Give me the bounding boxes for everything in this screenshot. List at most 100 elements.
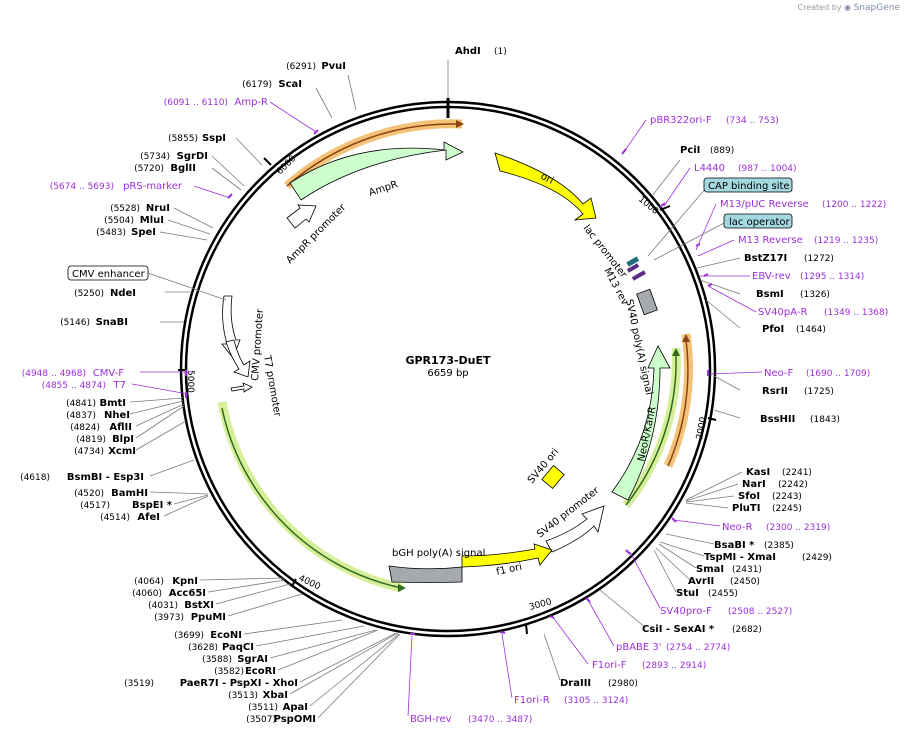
mark-f1r: [499, 631, 506, 634]
primer-connectors: [131, 101, 763, 717]
conn-lacop: [653, 221, 727, 261]
mark-m13puc: [695, 243, 701, 247]
primer-amp-r-pos: (6091 .. 6110): [164, 98, 228, 108]
credit-brand: SnapGene: [853, 3, 900, 13]
enzyme-pfoi-pos: (1464): [796, 325, 826, 335]
enzyme-xbai: XbaI: [263, 690, 288, 701]
enzyme-pluti: PluTI: [732, 503, 760, 514]
primer-l4440-pos: (987 .. 1004): [738, 164, 797, 174]
enzyme-bamhi: BamHI: [111, 488, 148, 499]
conn-m13puc: [695, 203, 717, 251]
enzyme-sfoi-pos: (2243): [772, 492, 802, 502]
primer-m13puc-reverse-pos: (1200 .. 1222): [822, 200, 886, 210]
enzyme-ndei: NdeI: [110, 288, 136, 299]
label-f1-ori: f1 ori: [495, 562, 523, 578]
conn-neo-r: [673, 519, 721, 527]
conn-sv40pa-r: [707, 285, 757, 313]
primer-m13-reverse-pos: (1219 .. 1235): [814, 236, 878, 246]
tick-label-5000: 5000: [185, 370, 195, 393]
enzyme-xbai-pos: (3513): [228, 691, 258, 701]
primer-sv40pa-r: SV40pA-R: [758, 307, 807, 318]
enzyme-ppumi-pos: (3973): [154, 613, 184, 623]
feature-cmv-promoter: [225, 339, 251, 378]
enzyme-sgrai: SgrAI: [237, 654, 268, 665]
conn-nhei: [129, 400, 184, 415]
primer-pbabe3-pos: (2754 .. 2774): [666, 643, 730, 653]
feature-ori: [494, 152, 597, 221]
enzyme-ahdi: AhdI: [455, 46, 481, 57]
primer-prs-marker: pRS-marker: [123, 181, 183, 192]
conn-mlui: [167, 219, 211, 235]
feature-m13-rev: [631, 270, 646, 281]
primer-pbr322ori-f-pos: (734 .. 753): [726, 116, 779, 126]
conn-l4440: [663, 167, 691, 207]
conn-cmv-enhancer: [147, 272, 227, 301]
enzyme-kasi-pos: (2241): [782, 468, 812, 478]
enzyme-ecori: EcoRI: [245, 666, 276, 677]
conn-sgrai: [269, 629, 377, 659]
cap-binding-site-label: CAP binding site: [708, 181, 790, 192]
conn-f1ori-f: [551, 615, 589, 665]
conn-bsmbi: [149, 459, 195, 477]
label-ori: ori: [539, 171, 556, 187]
highlight-line-neo: [625, 353, 677, 506]
conn-kasi: [685, 471, 743, 501]
tick-marks: [178, 157, 717, 635]
enzyme-pluti-pos: (2245): [772, 504, 802, 514]
primer-cmv-f-pos: (4948 .. 4968): [22, 369, 86, 379]
conn-apai: [309, 633, 400, 707]
tick-4000: [291, 578, 297, 587]
enzyme-smai-pos: (2431): [732, 565, 762, 575]
enzyme-sfoi: SfoI: [738, 491, 760, 502]
enzyme-mlui-pos: (5504): [104, 216, 134, 226]
enzyme-bsmbi-pos: (4618): [20, 473, 50, 483]
conn-blpi: [135, 405, 185, 439]
enzyme-csii-pos: (2682): [732, 625, 762, 635]
enzyme-kasi: KasI: [746, 467, 770, 478]
enzyme-aflii-pos: (4824): [70, 423, 100, 433]
mark-prs: [227, 193, 233, 199]
enzyme-bmti-pos: (4841): [66, 399, 96, 409]
primer-t7-pos: (4855 .. 4874): [42, 381, 106, 391]
enzyme-tspmi: TspMI - XmaI: [704, 552, 776, 563]
enzyme-stui: StuI: [676, 588, 699, 599]
enzyme-csii: CsiI - SexAI *: [642, 624, 715, 635]
conn-bspei: [173, 494, 209, 505]
enzyme-bamhi-pos: (4520): [74, 489, 104, 499]
primer-pbabe3: pBABE 3': [616, 642, 662, 653]
primer-bgh-rev-pos: (3470 .. 3487): [468, 715, 532, 725]
conn-cap: [647, 187, 707, 257]
enzyme-xhoi: PaeR7I - PspXI - XhoI: [180, 678, 298, 689]
conn-neo-f: [709, 371, 763, 375]
conn-xbai: [289, 632, 399, 695]
conn-tspmi: [659, 541, 705, 557]
enzyme-nrui: NruI: [146, 203, 170, 214]
plasmid-length: 6659 bp: [427, 368, 468, 379]
enzyme-nari-pos: (2242): [778, 480, 808, 490]
boxed-labels: CAP binding site lac operator CMV enhanc…: [67, 177, 793, 301]
enzyme-pspomi: PspOMI: [274, 714, 316, 725]
conn-xhoi: [299, 632, 397, 683]
tick-3000: [525, 623, 528, 635]
feature-lac-operator-box: [626, 256, 640, 267]
enzyme-ecori-pos: (3582): [214, 667, 244, 677]
enzyme-bspei-pos: (4517): [80, 501, 110, 511]
highlight-line-right: [667, 339, 689, 467]
highlight-band-left: [217, 401, 403, 593]
mark-neo-r: [671, 517, 677, 523]
label-ampr-promoter: AmpR promoter: [284, 202, 349, 267]
conn-bsabi: [665, 533, 715, 545]
enzyme-mlui: MluI: [140, 215, 164, 226]
primer-neo-r: Neo-R: [722, 522, 753, 533]
label-ampr: AmpR: [368, 179, 400, 199]
enzyme-xcmi: XcmI: [108, 446, 136, 457]
enzyme-aflii: AflII: [109, 422, 132, 433]
conn-stui: [653, 549, 677, 593]
conn-acc65i: [207, 579, 286, 593]
enzyme-scai-pos: (6179): [242, 80, 272, 90]
mark-l4440: [659, 202, 666, 208]
enzyme-nhei: NheI: [104, 410, 130, 421]
conn-prs-marker: [193, 185, 231, 199]
feature-neor: [611, 345, 671, 501]
